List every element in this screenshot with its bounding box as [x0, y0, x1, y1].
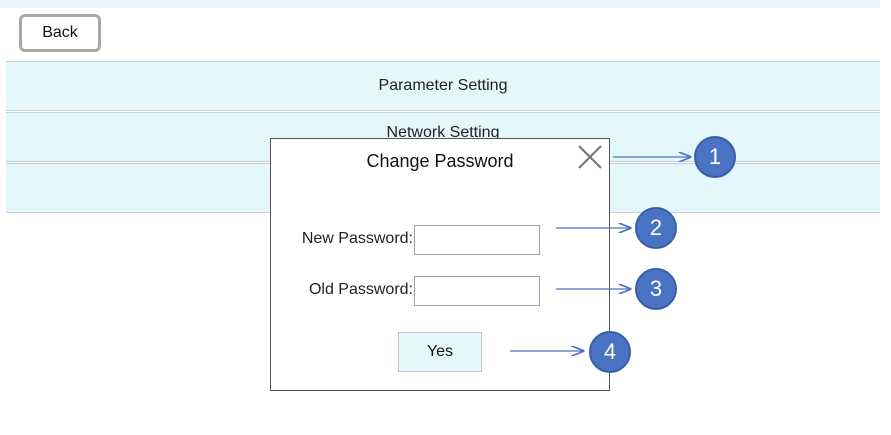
callout-1: 1 — [694, 136, 736, 178]
new-password-field[interactable] — [414, 225, 540, 255]
back-button[interactable]: Back — [19, 14, 101, 52]
callout-4: 4 — [589, 331, 631, 373]
menu-item-parameter-setting[interactable]: Parameter Setting — [6, 61, 880, 111]
menu-item-label: Network Setting — [386, 124, 500, 141]
top-strip — [0, 0, 880, 8]
callout-2: 2 — [635, 207, 677, 249]
old-password-field[interactable] — [414, 276, 540, 306]
callout-3: 3 — [635, 268, 677, 310]
new-password-label: New Password: — [301, 230, 413, 247]
yes-button[interactable]: Yes — [398, 332, 482, 372]
menu-item-label: Parameter Setting — [378, 77, 508, 94]
close-icon[interactable] — [574, 141, 606, 173]
dialog-title: Change Password — [366, 151, 514, 171]
change-password-dialog: Change Password New Password: Old Passwo… — [270, 138, 610, 391]
old-password-label: Old Password: — [308, 281, 413, 298]
